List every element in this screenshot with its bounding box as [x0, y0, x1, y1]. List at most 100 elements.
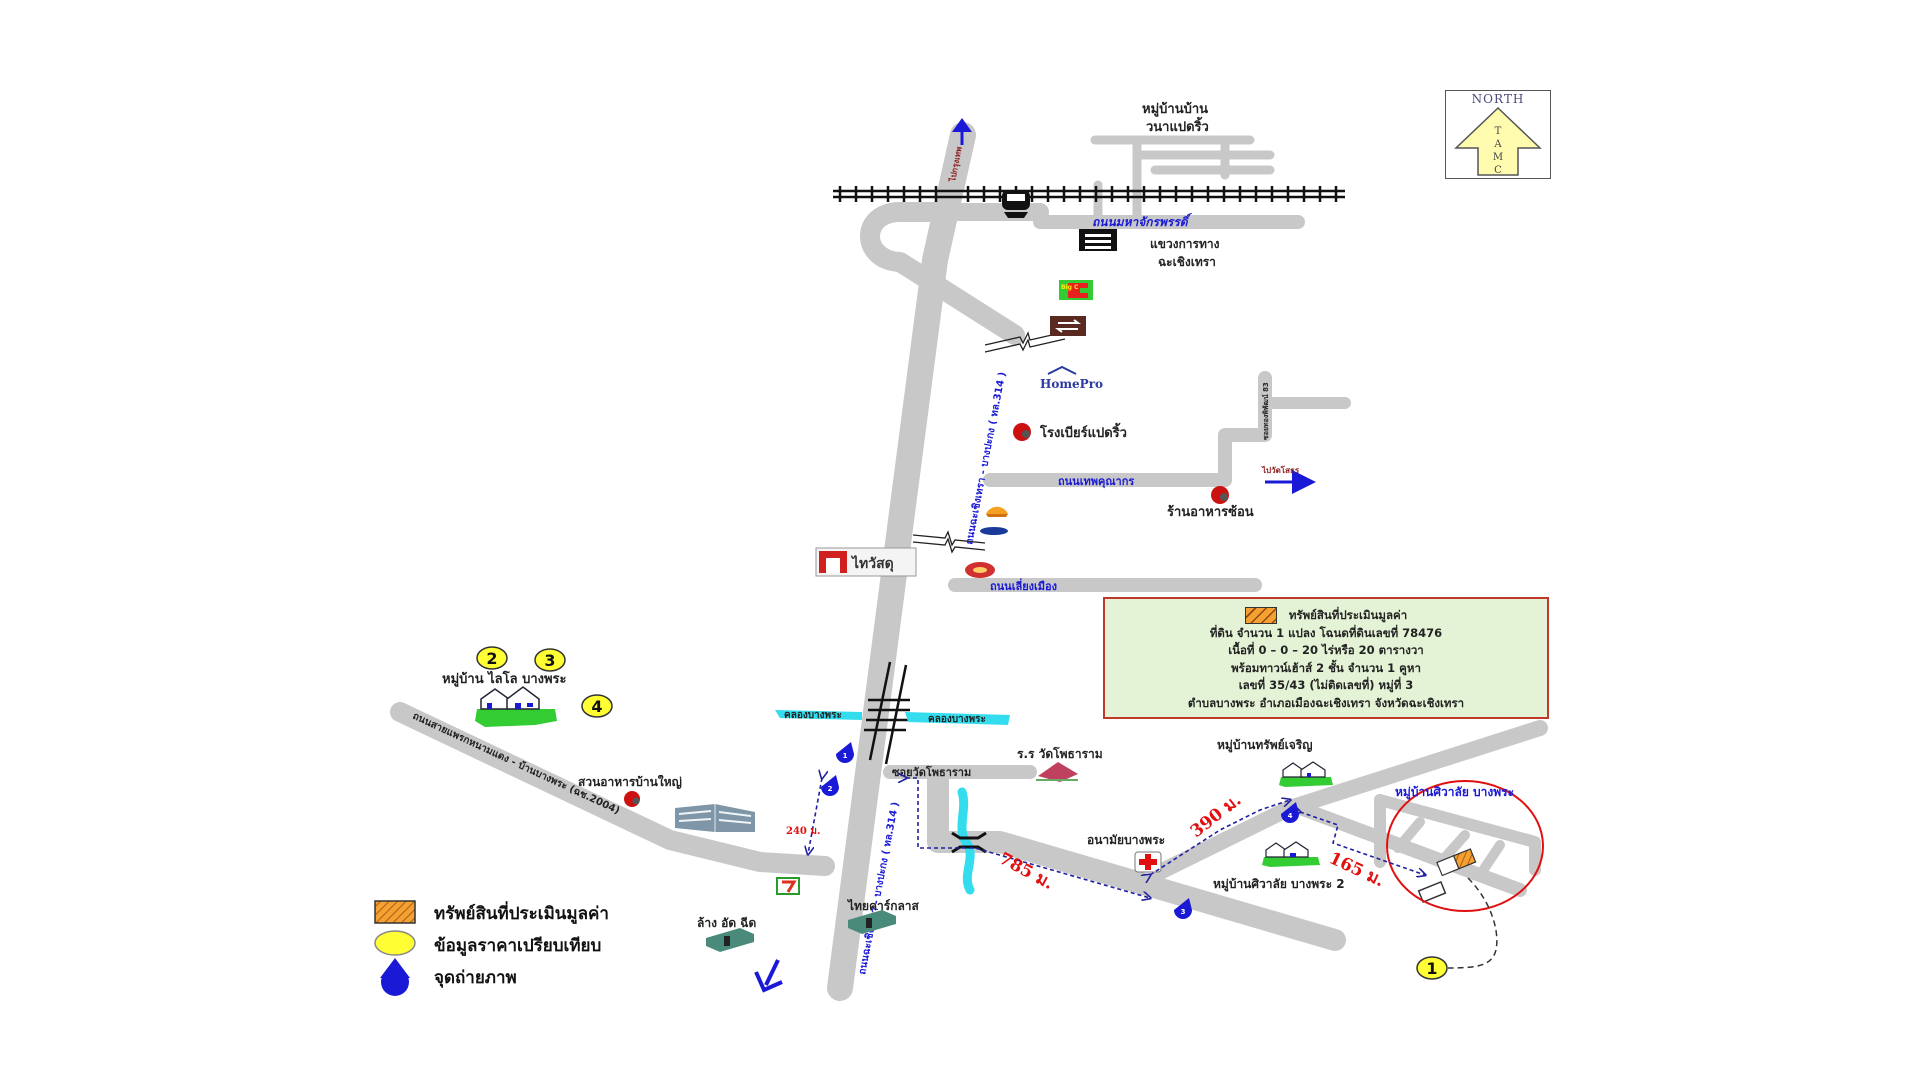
restaurant-icon [624, 791, 640, 807]
label-to-wat-sothon: ไปวัดโสธร [1261, 465, 1300, 475]
yellow-circle-icon [1416, 956, 1448, 980]
road-break-2 [912, 530, 986, 554]
arrow-south-icon [754, 959, 783, 993]
yellow-circle-icon [374, 930, 416, 956]
blue-drop-icon [1174, 898, 1192, 919]
label-main-road-314: ถนนฉะเชิงเทรา - บางปะกง ( ทล.314 ) [963, 371, 1008, 546]
train-icon [1002, 190, 1030, 218]
north-letter-c: C [1494, 165, 1502, 176]
photo-point-marker: 3 [1174, 898, 1192, 919]
blue-drop-icon [1281, 802, 1299, 823]
label-village-laila: หมู่บ้าน ไลโล บางพระ [442, 670, 567, 687]
label-canal-right: คลองบางพระ [928, 714, 986, 725]
canal-stream [957, 787, 975, 895]
road-break-1 [984, 331, 1066, 353]
label-road-thepkhunakorn: ถนนเทพคุณากร [1058, 475, 1134, 489]
label-village-sapcharoen: หมู่บ้านทรัพย์เจริญ [1217, 738, 1312, 753]
legend-label: จุดถ่ายภาพ [434, 968, 517, 988]
arrow-north-head [952, 118, 972, 132]
village-house-icon [1262, 841, 1320, 867]
market-icon [1050, 316, 1086, 336]
north-letter-t: T [1495, 126, 1502, 137]
comparable-marker: 1 [1416, 956, 1448, 980]
info-title-row: ทรัพย์สินที่ประเมินมูลค่า [1105, 607, 1547, 625]
bridge-main-road [864, 661, 910, 765]
seven-eleven-icon [776, 877, 800, 895]
label-village-wana-2: วนาแปดริ้ว [1146, 116, 1209, 135]
homepro-logo: HomePro [1040, 365, 1103, 391]
railway [833, 186, 1345, 202]
comparable-marker: 2 [476, 646, 508, 670]
info-line: เลขที่ 35/43 (ไม่ติดเลขที่) หมู่ที่ 3 [1238, 678, 1414, 692]
bigc-logo: Big C [1059, 280, 1093, 300]
village-siwalai-road-2 [1374, 794, 1541, 876]
north-label: NORTH [1471, 92, 1525, 106]
building-icon [1079, 229, 1117, 251]
north-arrow-icon: T A M C [1454, 106, 1542, 176]
warehouse-icon [706, 928, 754, 952]
label-soi-thongphiphat: ซอยทองพิพัฒน์ 83 [1261, 382, 1270, 440]
comparable-number: 4 [591, 697, 602, 716]
school-icon [1036, 762, 1078, 782]
village-house-icon [475, 686, 557, 727]
comparable-1-leader [1447, 877, 1498, 969]
property-info-box: ทรัพย์สินที่ประเมินมูลค่า ที่ดิน จำนวน 1… [1103, 597, 1549, 719]
photo-point-number: 1 [843, 752, 848, 760]
label-road-mahachakkraphat: ถนนมหาจักรพรรดิ์ [1092, 213, 1192, 229]
yellow-circle-icon [581, 694, 613, 718]
photo-target-lot [1417, 880, 1447, 904]
road-chachoengsao-2004 [390, 702, 835, 876]
comparable-number: 1 [1426, 959, 1437, 978]
ford-icon [980, 527, 1008, 535]
legend-label: ทรัพย์สินที่ประเมินมูลค่า [434, 904, 609, 924]
comparable-number: 3 [544, 651, 555, 670]
label-beer-garden: โรงเบียร์แปดริ้ว [1039, 422, 1127, 441]
info-line: เนื้อที่ 0 – 0 – 20 ไร่หรือ 20 ตารางวา [1228, 643, 1424, 657]
photo-point-number: 3 [1181, 908, 1186, 916]
info-title: ทรัพย์สินที่ประเมินมูลค่า [1288, 608, 1408, 622]
blue-drop-icon [836, 742, 854, 763]
comparable-number: 2 [486, 649, 497, 668]
label-village-siwalai: หมู่บ้านศิวาลัย บางพระ [1395, 785, 1514, 800]
legend-label: ข้อมูลราคาเปรียบเทียบ [434, 936, 602, 956]
label-highway-office-2: ฉะเชิงเทรา [1158, 255, 1216, 269]
homepro-logo-text: HomePro [1040, 377, 1103, 391]
label-thai-car-glass: ไทยคาร์กลาส [846, 898, 920, 913]
distance-240: 240 ม. [786, 826, 820, 837]
label-soi-wat-photharam: ซอยวัดโพธาราม [892, 765, 971, 779]
hatched-square-icon [374, 900, 416, 924]
hatched-square-icon [1244, 607, 1277, 624]
subject-property [1436, 848, 1477, 877]
soi-thongphiphat [1218, 371, 1272, 487]
photo-point-marker: 1 [836, 742, 854, 763]
village-house-icon [1279, 761, 1333, 787]
yellow-circle-icon [534, 648, 566, 672]
yellow-circle-icon [476, 646, 508, 670]
route-165m [1300, 812, 1425, 875]
warehouse-icon [848, 910, 896, 934]
bigc-logo-text: Big C [1061, 284, 1079, 291]
thaiwatsadu-logo-text: ไทวัสดุ [850, 554, 894, 572]
label-health-center: อนามัยบางพระ [1087, 833, 1165, 847]
route-390m [1150, 800, 1290, 875]
north-letter-m: M [1493, 152, 1503, 163]
blue-drop-icon [380, 958, 410, 996]
village-siwalai-cross-2 [1435, 830, 1470, 868]
comparable-marker: 3 [534, 648, 566, 672]
label-village-siwalai2: หมู่บ้านศิวาลัย บางพระ 2 [1213, 877, 1345, 892]
label-highway-office: แขวงการทาง [1150, 237, 1220, 251]
label-road-liang-mueang: ถนนเลี่ยงเมือง [990, 578, 1057, 593]
label-restaurant-sorn: ร้านอาหารซ้อน [1167, 504, 1254, 520]
route-240m [808, 778, 822, 854]
label-school: ร.ร วัดโพธาราม [1017, 746, 1103, 761]
restaurant-logo-icon [965, 562, 995, 578]
hospital-icon [1134, 851, 1162, 873]
info-line: พร้อมทาวน์เฮ้าส์ 2 ชั้น จำนวน 1 คูหา [1231, 660, 1421, 675]
restaurant-icon [1211, 486, 1229, 504]
village-siwalai-cross-3 [1475, 840, 1505, 880]
label-village-wana: หมู่บ้านบ้าน [1142, 101, 1208, 117]
label-restaurant-banyai: สวนอาหารบ้านใหญ่ [578, 774, 682, 789]
label-car-wash: ล้าง อัด ฉีด [697, 916, 756, 930]
photo-point-number: 2 [828, 785, 833, 793]
label-canal-left: คลองบางพระ [784, 710, 842, 721]
